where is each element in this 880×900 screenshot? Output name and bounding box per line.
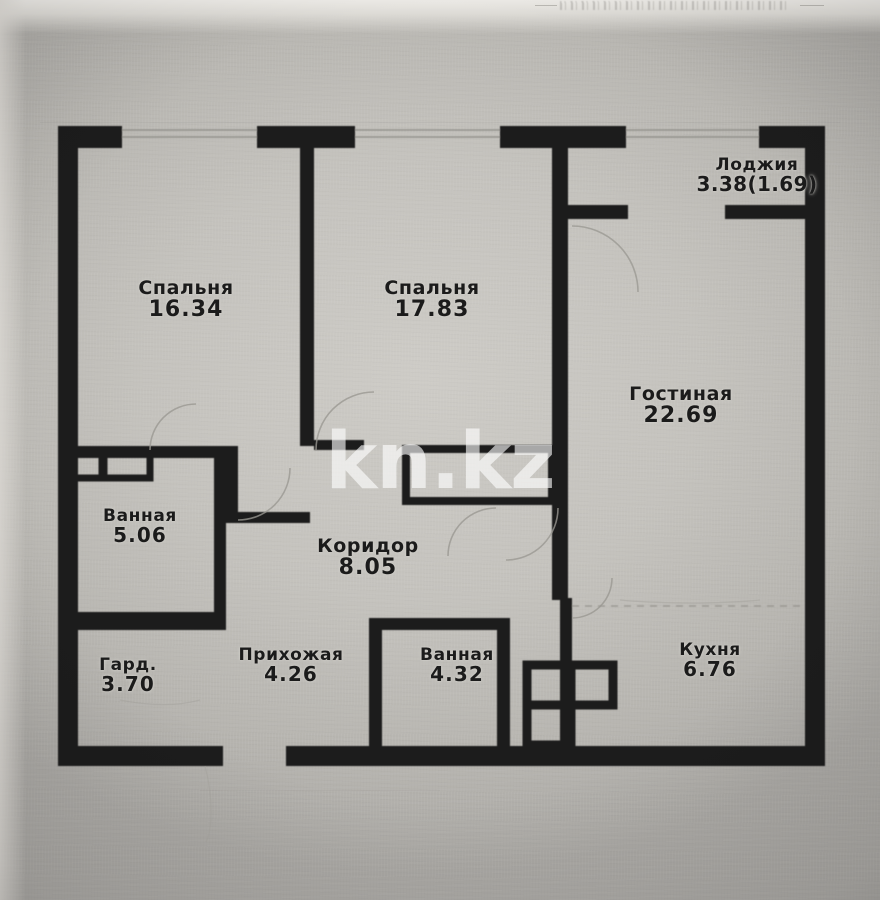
partition-bedroom1-bedroom2 (300, 140, 314, 446)
room-label-bedroom-2: Спальня 17.83 (384, 278, 479, 322)
scan-top-highlight (0, 0, 880, 34)
exterior-wall-bottom (58, 746, 825, 766)
room-label-bathroom-2: Ванная 4.32 (420, 646, 494, 685)
room-area: 22.69 (629, 404, 733, 428)
room-area: 3.70 (99, 673, 157, 695)
scan-left-highlight (0, 0, 26, 900)
room-label-wardrobe: Гард. 3.70 (99, 656, 157, 695)
partition-corridor (58, 512, 497, 750)
partition-corridor-upper (226, 446, 238, 514)
room-label-bedroom-1: Спальня 16.34 (138, 278, 233, 322)
loggia-wall-right (725, 205, 807, 219)
room-area: 8.05 (317, 556, 419, 580)
scan-artifact-rule-left (535, 5, 557, 6)
room-label-corridor: Коридор 8.05 (317, 536, 419, 580)
door-swing-arcs (149, 225, 639, 619)
loggia-wall-left (568, 205, 628, 219)
partition-bedroom2-stub (314, 440, 364, 450)
room-area: 16.34 (138, 298, 233, 322)
room-name: Прихожая (238, 646, 343, 664)
room-area: 17.83 (384, 298, 479, 322)
living-room-closet (402, 445, 556, 505)
room-label-bathroom-1: Ванная 5.06 (103, 507, 177, 546)
exterior-wall-right (805, 126, 825, 766)
room-area: 5.06 (103, 524, 177, 546)
room-area: 4.26 (238, 663, 343, 685)
room-name: Ванная (103, 507, 177, 525)
scan-crease (40, 122, 840, 123)
room-name: Гард. (99, 656, 157, 674)
room-label-loggia: Лоджия 3.38(1.69) (697, 156, 818, 195)
room-area: 4.32 (420, 663, 494, 685)
partition-kitchen-left (560, 598, 572, 618)
room-label-kitchen: Кухня 6.76 (679, 641, 741, 680)
scan-artifact-text (560, 1, 790, 10)
room-name: Коридор (317, 536, 419, 556)
room-name: Ванная (420, 646, 494, 664)
room-name: Кухня (679, 641, 741, 659)
scan-crease (200, 790, 440, 791)
scan-artifact-rule-right (800, 5, 824, 6)
kitchen-fixtures (522, 660, 618, 750)
room-area: 6.76 (679, 658, 741, 680)
room-label-living-room: Гостиная 22.69 (629, 384, 733, 428)
room-name: Гостиная (629, 384, 733, 404)
window-glazing-lines (120, 129, 760, 138)
room-label-hallway: Прихожая 4.26 (238, 646, 343, 685)
room-name: Спальня (384, 278, 479, 298)
room-area: 3.38(1.69) (697, 173, 818, 195)
room-name: Лоджия (697, 156, 818, 174)
bathroom1-fixtures (62, 448, 154, 482)
room-name: Спальня (138, 278, 233, 298)
scan-pencil-marks (119, 599, 761, 843)
